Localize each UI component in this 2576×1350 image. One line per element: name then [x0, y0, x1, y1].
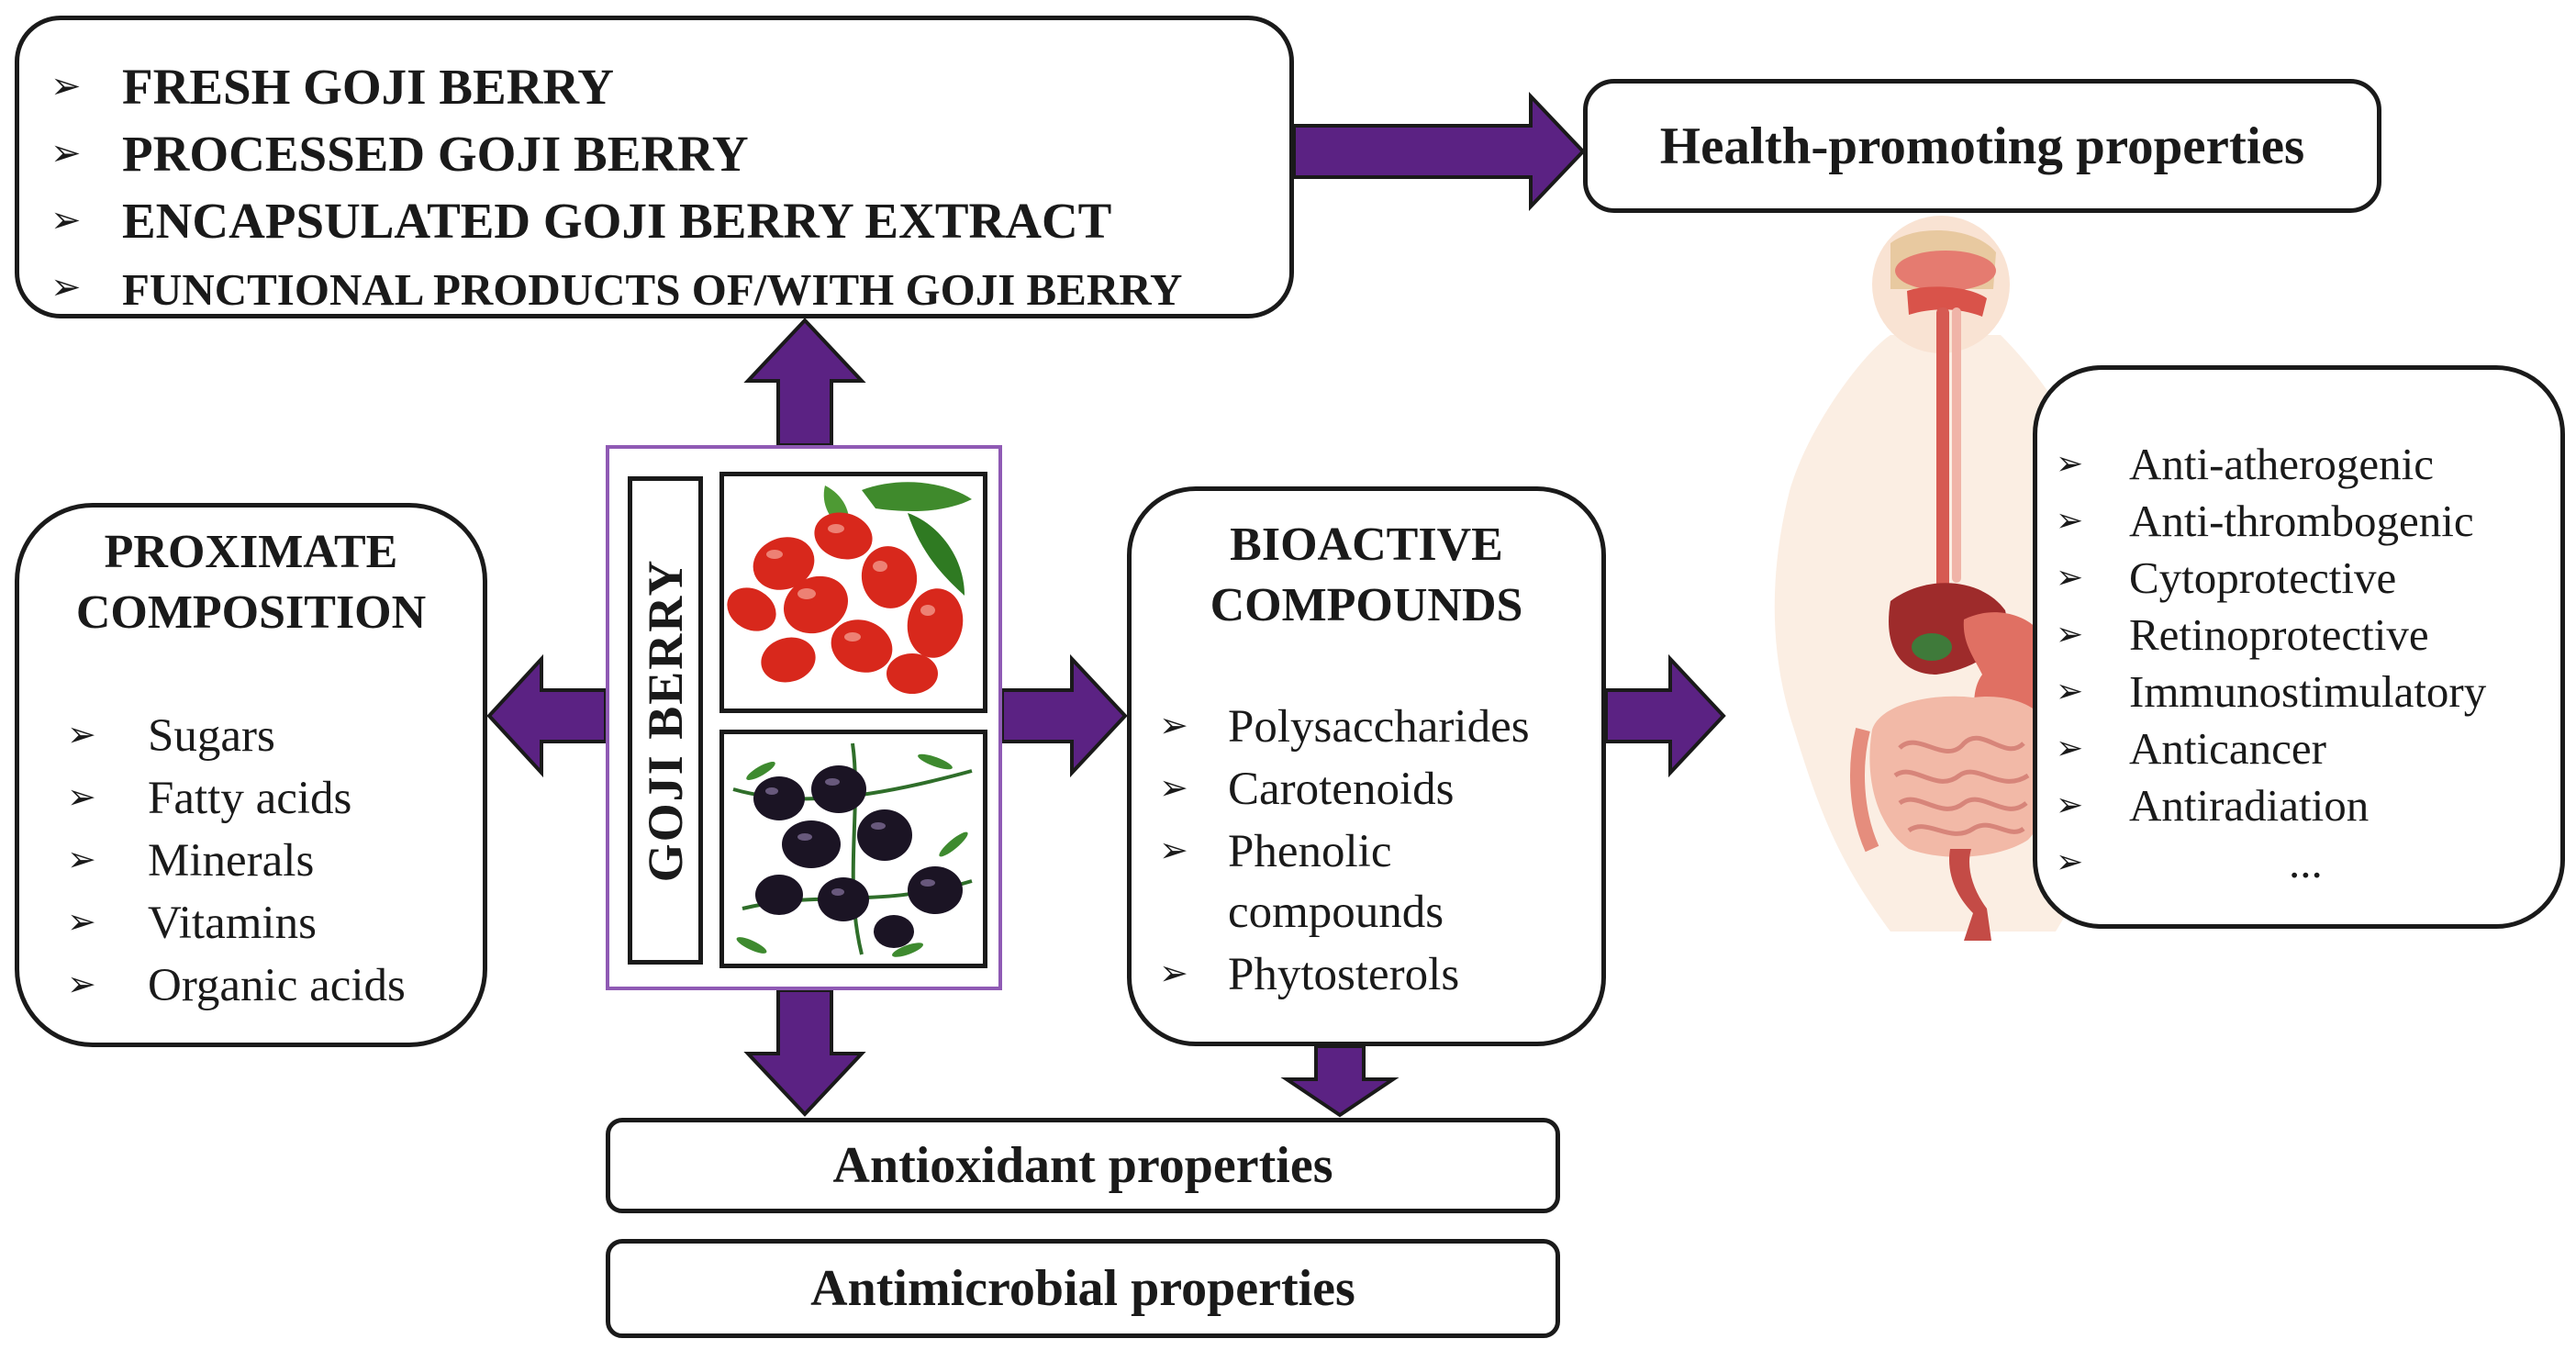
list-item: ➢Anticancer — [2056, 720, 2486, 777]
bullet-arrowhead-icon: ➢ — [67, 839, 96, 879]
antimicrobial-properties-box: Antimicrobial properties — [606, 1239, 1560, 1338]
list-item: ➢Sugars — [67, 704, 406, 766]
black-goji-berry-image — [719, 730, 987, 968]
bioactive-title: BIOACTIVE COMPOUNDS — [1210, 519, 1523, 631]
list-item: ➢Antiradiation — [2056, 777, 2486, 834]
bullet-arrowhead-icon: ➢ — [50, 266, 82, 308]
list-item: ➢Carotenoids — [1159, 757, 1530, 820]
bullet-arrowhead-icon: ➢ — [2056, 559, 2084, 597]
list-item: ➢Cytoprotective — [2056, 550, 2486, 607]
arrow-goji-to-products — [743, 318, 866, 447]
bullet-arrowhead-icon: ➢ — [2056, 616, 2084, 653]
list-item: ➢Fatty acids — [67, 766, 406, 829]
list-item: ➢FRESH GOJI BERRY — [50, 53, 1182, 120]
bullet-arrowhead-icon: ➢ — [1159, 767, 1188, 808]
arrow-goji-to-bioactive — [1000, 653, 1128, 778]
list-item: ➢Anti-thrombogenic — [2056, 493, 2486, 550]
list-item: ➢... — [2056, 834, 2486, 891]
list-item: ➢Anti-atherogenic — [2056, 436, 2486, 493]
health-promoting-label: Health-promoting properties — [1659, 117, 2305, 175]
proximate-composition-box: PROXIMATE COMPOSITION ➢Sugars ➢Fatty aci… — [15, 503, 487, 1047]
list-item: ➢Vitamins — [67, 891, 406, 954]
bullet-arrowhead-icon: ➢ — [67, 714, 96, 754]
bullet-arrowhead-icon: ➢ — [50, 65, 82, 107]
arrow-goji-to-antioxidant — [743, 988, 866, 1117]
list-item: ➢Minerals — [67, 829, 406, 891]
bullet-arrowhead-icon: ➢ — [67, 964, 96, 1004]
bullet-arrowhead-icon: ➢ — [2056, 445, 2084, 483]
proximate-title: PROXIMATE COMPOSITION — [75, 526, 427, 639]
bullet-arrowhead-icon: ➢ — [2056, 730, 2084, 767]
proximate-list: ➢Sugars ➢Fatty acids ➢Minerals ➢Vitamins… — [67, 704, 406, 1016]
goji-berry-label: GOJI BERRY — [638, 558, 693, 883]
arrow-goji-to-proximate — [486, 653, 608, 778]
list-item: ➢Phytosterols — [1159, 943, 1530, 1005]
antioxidant-label: Antioxidant properties — [832, 1137, 1333, 1194]
antimicrobial-label: Antimicrobial properties — [810, 1260, 1355, 1317]
bullet-arrowhead-icon: ➢ — [1159, 830, 1188, 870]
bullet-arrowhead-icon: ➢ — [2056, 843, 2084, 881]
list-item: ➢PROCESSED GOJI BERRY — [50, 120, 1182, 187]
bullet-arrowhead-icon: ➢ — [67, 776, 96, 817]
bullet-arrowhead-icon: ➢ — [1159, 953, 1188, 993]
list-item: ➢Immunostimulatory — [2056, 664, 2486, 720]
bioactive-compounds-box: BIOACTIVE COMPOUNDS ➢Polysaccharides ➢Ca… — [1127, 486, 1606, 1046]
ellipsis: ... — [2289, 837, 2323, 887]
list-item: ➢Organic acids — [67, 954, 406, 1016]
bullet-arrowhead-icon: ➢ — [2056, 673, 2084, 710]
list-item: ➢FUNCTIONAL PRODUCTS OF/WITH GOJI BERRY — [50, 254, 1182, 323]
bullet-arrowhead-icon: ➢ — [1159, 705, 1188, 745]
arrow-bioactive-to-effects — [1604, 653, 1726, 778]
health-effects-box: ➢Anti-atherogenic ➢Anti-thrombogenic ➢Cy… — [2033, 365, 2565, 929]
antioxidant-properties-box: Antioxidant properties — [606, 1118, 1560, 1213]
effects-list: ➢Anti-atherogenic ➢Anti-thrombogenic ➢Cy… — [2056, 436, 2486, 891]
list-item: ➢Retinoprotective — [2056, 607, 2486, 664]
arrow-products-to-health — [1292, 91, 1586, 212]
list-item: ➢ENCAPSULATED GOJI BERRY EXTRACT — [50, 187, 1182, 254]
bullet-arrowhead-icon: ➢ — [2056, 787, 2084, 824]
red-goji-berry-image — [719, 472, 987, 713]
goji-berry-label-box: GOJI BERRY — [628, 476, 703, 965]
goji-products-box: ➢FRESH GOJI BERRY ➢PROCESSED GOJI BERRY … — [15, 16, 1294, 318]
products-list: ➢FRESH GOJI BERRY ➢PROCESSED GOJI BERRY … — [50, 53, 1182, 323]
bullet-arrowhead-icon: ➢ — [50, 132, 82, 174]
bullet-arrowhead-icon: ➢ — [2056, 502, 2084, 540]
health-promoting-box: Health-promoting properties — [1583, 79, 2381, 213]
bullet-arrowhead-icon: ➢ — [50, 199, 82, 241]
goji-berry-center: GOJI BERRY — [606, 445, 1002, 990]
list-item: ➢Polysaccharides — [1159, 695, 1530, 757]
bullet-arrowhead-icon: ➢ — [67, 901, 96, 942]
arrow-bioactive-to-antioxidant — [1280, 1044, 1400, 1118]
